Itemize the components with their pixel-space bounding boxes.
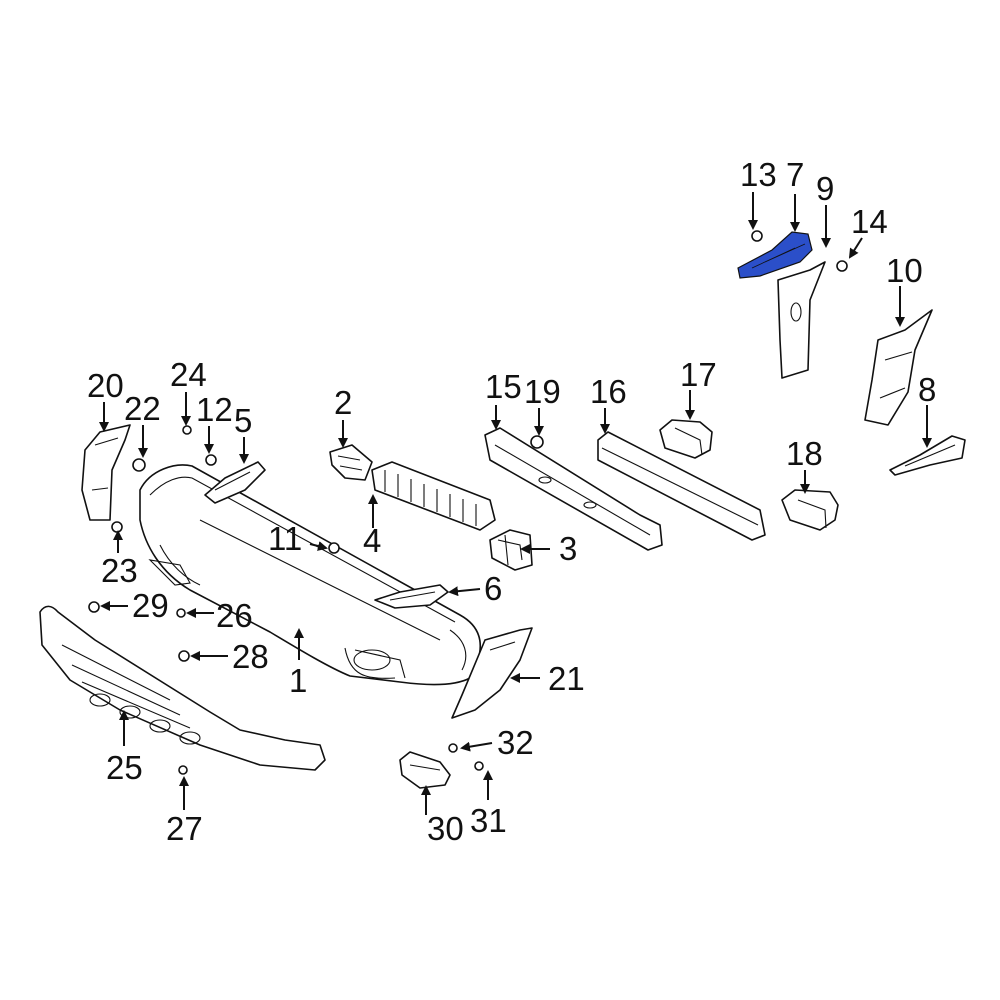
callout-4: 4 <box>363 522 381 559</box>
callout-21: 21 <box>548 660 585 697</box>
callout-32: 32 <box>497 724 534 761</box>
callout-17: 17 <box>680 356 717 393</box>
callout-31: 31 <box>470 802 507 839</box>
callout-18: 18 <box>786 435 823 472</box>
callout-23: 23 <box>101 552 138 589</box>
callout-24: 24 <box>170 356 207 393</box>
callout-10: 10 <box>886 252 923 289</box>
part-17-mount <box>659 419 713 459</box>
callout-11: 11 <box>268 520 302 557</box>
callout-1: 1 <box>289 662 307 699</box>
part-8-bracket <box>889 435 966 476</box>
callout-numbers: 13 7 9 14 10 8 17 18 16 15 19 2 4 3 6 11… <box>87 156 936 847</box>
part-18-mount <box>781 489 839 531</box>
part-6-side-bracket <box>374 584 449 609</box>
callout-9: 9 <box>816 170 834 207</box>
callout-15: 15 <box>485 368 522 405</box>
callout-22: 22 <box>124 390 161 427</box>
part-4-absorber <box>371 461 496 531</box>
callout-27: 27 <box>166 810 203 847</box>
callout-29: 29 <box>132 587 169 624</box>
part-1-bumper-cover <box>139 464 482 686</box>
callout-3: 3 <box>559 530 577 567</box>
part-30-bezel <box>399 751 451 789</box>
part-9-bracket <box>777 261 826 379</box>
callout-8: 8 <box>918 371 936 408</box>
callout-30: 30 <box>427 810 464 847</box>
callout-28: 28 <box>232 638 269 675</box>
leader-lines <box>99 192 932 815</box>
part-21-extension <box>451 627 533 719</box>
callout-12: 12 <box>196 391 233 428</box>
callout-16: 16 <box>590 373 627 410</box>
part-5-side-bracket <box>204 461 266 504</box>
part-20-extension <box>81 424 131 521</box>
callout-20: 20 <box>87 367 124 404</box>
callout-14: 14 <box>851 203 888 240</box>
callout-5: 5 <box>234 402 252 439</box>
callout-26: 26 <box>216 597 253 634</box>
part-7-highlighted-bracket <box>737 231 813 279</box>
callout-2: 2 <box>334 384 352 421</box>
part-10-bracket <box>864 309 933 426</box>
part-15-reinforcement <box>484 427 663 551</box>
callout-7: 7 <box>786 156 804 193</box>
part-25-lower-spoiler <box>39 605 326 771</box>
callout-13: 13 <box>740 156 777 193</box>
callout-25: 25 <box>106 749 143 786</box>
callout-19: 19 <box>524 373 561 410</box>
callout-6: 6 <box>484 570 502 607</box>
part-2-bracket <box>329 444 373 481</box>
